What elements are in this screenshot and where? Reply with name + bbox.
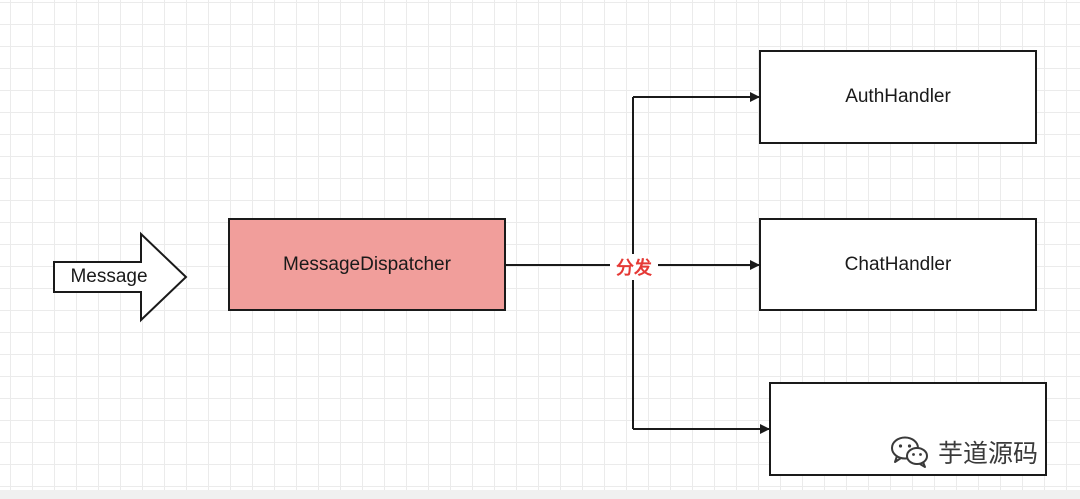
auth-handler-node: AuthHandler (759, 50, 1037, 144)
watermark: 芋道源码 (890, 432, 1038, 472)
chat-handler-label: ChatHandler (844, 253, 952, 275)
watermark-text: 芋道源码 (938, 439, 1039, 468)
input-block-arrow (53, 231, 188, 323)
dispatch-edge-label: 分发 (610, 254, 658, 280)
bottom-strip (0, 490, 1080, 499)
chat-handler-node: ChatHandler (759, 218, 1037, 311)
input-message-label: Message (70, 266, 148, 287)
message-dispatcher-label: MessageDispatcher (283, 253, 451, 275)
wechat-icon (890, 435, 930, 469)
auth-handler-label: AuthHandler (845, 86, 951, 107)
message-dispatcher-node: MessageDispatcher (228, 218, 506, 311)
